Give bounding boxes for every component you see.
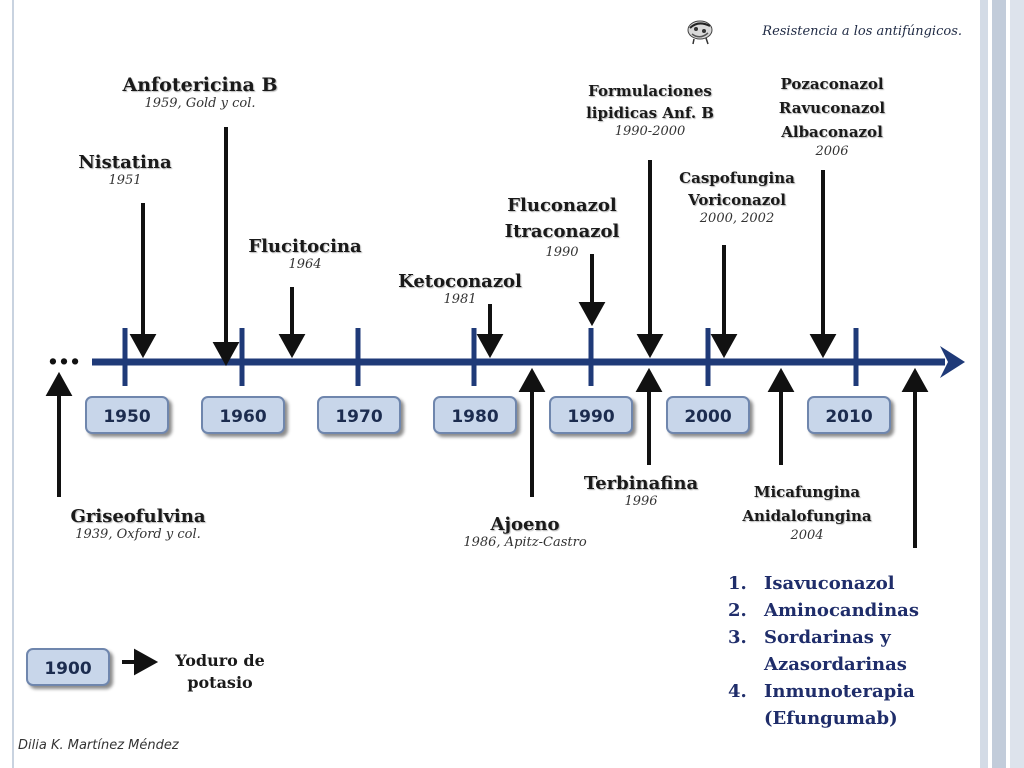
drug-year: 1986, Apitz-Castro bbox=[463, 535, 587, 550]
drug-year: 2000, 2002 bbox=[699, 211, 775, 226]
drug-name: Micafungina Anidalofungina bbox=[742, 483, 872, 525]
list-item: 4.Inmunoterapia (Efungumab) bbox=[728, 681, 915, 729]
drug-name: Ketoconazol bbox=[398, 271, 522, 292]
drug-micafungina-anidalofungina: Micafungina Anidalofungina 2004 bbox=[712, 480, 902, 543]
decade-box-1990: 1990 bbox=[549, 396, 633, 434]
drug-formulaciones-lipidicas: Formulaciones lipidicas Anf. B 1990-2000 bbox=[555, 80, 745, 139]
drug-year: 2006 bbox=[815, 144, 849, 159]
left-border bbox=[12, 0, 14, 768]
drug-fluconazol-itraconazol: Fluconazol Itraconazol 1990 bbox=[482, 193, 642, 260]
drug-name: Flucitocina bbox=[248, 236, 362, 257]
drug-year: 1981 bbox=[443, 292, 477, 307]
drug-caspofungina-voriconazol: Caspofungina Voriconazol 2000, 2002 bbox=[652, 167, 822, 226]
author-signature: Dilia K. Martínez Méndez bbox=[18, 738, 179, 753]
decade-box-2010: 2010 bbox=[807, 396, 891, 434]
yoduro-de-potasio-label: Yoduro de potasio bbox=[175, 651, 265, 692]
decade-box-1900: 1900 bbox=[26, 648, 110, 686]
drug-year: 1996 bbox=[624, 494, 658, 509]
future-drugs-list: 1.Isavuconazol 2.Aminocandinas 3.Sordari… bbox=[728, 570, 964, 732]
drug-ketoconazol: Ketoconazol 1981 bbox=[375, 271, 545, 307]
fungus-logo-icon bbox=[687, 20, 713, 45]
list-item: 1.Isavuconazol bbox=[728, 573, 895, 594]
timeline-ticks bbox=[122, 328, 859, 386]
drug-name: Fluconazol Itraconazol bbox=[504, 195, 620, 242]
drug-name: Griseofulvina bbox=[70, 506, 206, 527]
drug-year: 1951 bbox=[108, 173, 142, 188]
drug-pozaconazol-group: Pozaconazol Ravuconazol Albaconazol 2006 bbox=[752, 72, 912, 159]
drug-name: Anfotericina B bbox=[122, 74, 278, 96]
drug-anfotericina-b: Anfotericina B 1959, Gold y col. bbox=[100, 74, 300, 111]
drug-name: Formulaciones lipidicas Anf. B bbox=[586, 82, 714, 122]
list-item: 2.Aminocandinas bbox=[728, 600, 919, 621]
drug-year: 1990 bbox=[545, 245, 579, 260]
drug-name: Ajoeno bbox=[490, 514, 560, 535]
right-border-stripe bbox=[992, 0, 1006, 768]
decade-box-1970: 1970 bbox=[317, 396, 401, 434]
decade-box-1950: 1950 bbox=[85, 396, 169, 434]
decade-box-2000: 2000 bbox=[666, 396, 750, 434]
drug-flucitocina: Flucitocina 1964 bbox=[225, 236, 385, 272]
drug-year: 1959, Gold y col. bbox=[144, 96, 256, 111]
drug-name: Nistatina bbox=[78, 152, 172, 173]
drug-year: 1990-2000 bbox=[614, 124, 686, 139]
decade-box-1980: 1980 bbox=[433, 396, 517, 434]
drug-name: Terbinafina bbox=[583, 473, 699, 494]
slide-header: Resistencia a los antifúngicos. bbox=[762, 24, 962, 39]
drug-year: 1964 bbox=[288, 257, 322, 272]
right-border-stripe bbox=[1010, 0, 1024, 768]
drug-nistatina: Nistatina 1951 bbox=[55, 152, 195, 188]
drug-name: Pozaconazol Ravuconazol Albaconazol bbox=[778, 75, 886, 141]
drug-year: 1939, Oxford y col. bbox=[75, 527, 201, 542]
list-item: 3.Sordarinas y Azasordarinas bbox=[728, 627, 907, 675]
right-border-stripe bbox=[980, 0, 988, 768]
decade-box-1960: 1960 bbox=[201, 396, 285, 434]
timeline-start-ellipsis: … bbox=[47, 333, 82, 373]
drug-griseofulvina: Griseofulvina 1939, Oxford y col. bbox=[38, 506, 238, 542]
drug-terbinafina: Terbinafina 1996 bbox=[560, 473, 722, 509]
drug-year: 2004 bbox=[790, 528, 824, 543]
timeline-arrowhead bbox=[940, 346, 965, 378]
drug-ajoeno: Ajoeno 1986, Apitz-Castro bbox=[440, 514, 610, 550]
drug-name: Caspofungina Voriconazol bbox=[679, 169, 795, 209]
